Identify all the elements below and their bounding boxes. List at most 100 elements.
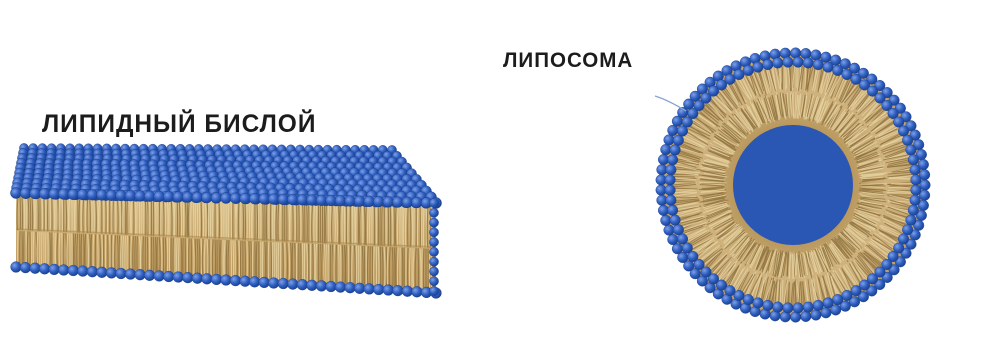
tail-stroke — [245, 202, 246, 240]
lipid-head — [813, 59, 824, 70]
tail-stroke — [346, 245, 347, 283]
lipid-head — [906, 145, 917, 156]
lipid-head — [297, 279, 308, 290]
tail-stroke — [239, 241, 240, 277]
tail-stroke — [251, 241, 252, 278]
tail-stroke — [50, 232, 51, 265]
tail-stroke — [303, 203, 304, 243]
lipid-head — [672, 244, 683, 255]
lipid-head — [345, 196, 356, 207]
lipid-head — [429, 238, 438, 247]
tail-stroke — [252, 241, 253, 278]
lipid-head — [163, 191, 174, 202]
tail-stroke — [405, 205, 406, 247]
lipid-head — [230, 193, 241, 204]
lipid-head — [58, 189, 69, 200]
lipid-head — [125, 269, 136, 280]
tail-stroke — [274, 202, 275, 241]
tail-stroke — [408, 248, 409, 288]
tail-stroke — [374, 246, 375, 285]
tail-stroke — [423, 249, 424, 289]
lipid-head — [908, 205, 919, 216]
tail-stroke — [251, 202, 252, 241]
tail-stroke — [133, 236, 134, 270]
lipid-head — [667, 155, 678, 166]
tail-stroke — [378, 247, 379, 286]
lipid-head — [116, 190, 127, 201]
lipid-head — [307, 280, 318, 291]
lipid-head — [192, 192, 203, 203]
lipid-head — [49, 264, 60, 275]
lipid-head — [429, 228, 438, 237]
bilayer-top-surface — [11, 143, 442, 208]
tail-stroke — [127, 199, 128, 235]
tail-stroke — [228, 201, 229, 239]
lipid-head — [39, 263, 50, 274]
tail-stroke — [790, 252, 791, 278]
lipid-head — [910, 165, 921, 176]
lipid-head — [832, 294, 843, 305]
lipid-head — [287, 194, 298, 205]
lipid-head — [106, 190, 117, 201]
lipid-head — [278, 194, 289, 205]
lipid-head — [316, 195, 327, 206]
lipid-head — [297, 194, 308, 205]
lipid-head — [345, 282, 356, 293]
lipid-head — [429, 208, 438, 217]
lipid-head — [670, 215, 681, 226]
tail-stroke — [256, 241, 257, 278]
tail-stroke — [33, 232, 34, 264]
tail-stroke — [888, 179, 912, 180]
tail-stroke — [356, 204, 357, 245]
lipid-head — [664, 225, 675, 236]
lipid-head — [68, 265, 79, 276]
tail-stroke — [672, 188, 697, 189]
lipid-head — [668, 234, 679, 245]
tail-stroke — [339, 204, 340, 244]
lipid-head — [753, 62, 764, 73]
lipid-head — [221, 193, 232, 204]
tail-stroke — [891, 183, 914, 184]
lipid-head — [664, 135, 675, 146]
lipid-head — [661, 144, 672, 155]
tail-stroke — [402, 248, 403, 287]
tail-stroke — [307, 203, 308, 243]
tail-stroke — [58, 197, 59, 232]
lipid-head — [429, 218, 438, 227]
lipid-head — [268, 194, 279, 205]
lipid-head — [383, 197, 394, 208]
tail-stroke — [201, 239, 202, 275]
lipid-head — [392, 285, 403, 296]
lipid-head — [182, 192, 193, 203]
lipid-head — [202, 192, 213, 203]
tail-stroke — [291, 243, 292, 280]
tail-stroke — [24, 196, 25, 230]
lipid-head — [783, 57, 794, 68]
tail-stroke — [193, 200, 194, 237]
tail-stroke — [889, 178, 911, 179]
lipid-head — [902, 135, 913, 146]
lipid-head — [373, 284, 384, 295]
lipid-head — [801, 48, 812, 59]
lipid-head — [911, 185, 922, 196]
lipid-head — [11, 188, 22, 199]
lipid-head — [230, 275, 241, 286]
lipid-head — [58, 265, 69, 276]
lipid-head — [823, 62, 834, 73]
lipid-head — [182, 272, 193, 283]
lipid-head — [240, 276, 251, 287]
lipid-head — [163, 271, 174, 282]
lipid-head — [392, 197, 403, 208]
lipid-head — [906, 215, 917, 226]
lipid-head — [307, 195, 318, 206]
tail-stroke — [179, 238, 180, 273]
lipid-head — [116, 268, 127, 279]
lipid-head — [364, 284, 375, 295]
lipid-head — [773, 302, 784, 313]
lipid-head — [211, 274, 222, 285]
lipid-head — [144, 270, 155, 281]
lipid-head — [202, 273, 213, 284]
lipid-head — [801, 311, 812, 322]
lipid-head — [87, 189, 98, 200]
